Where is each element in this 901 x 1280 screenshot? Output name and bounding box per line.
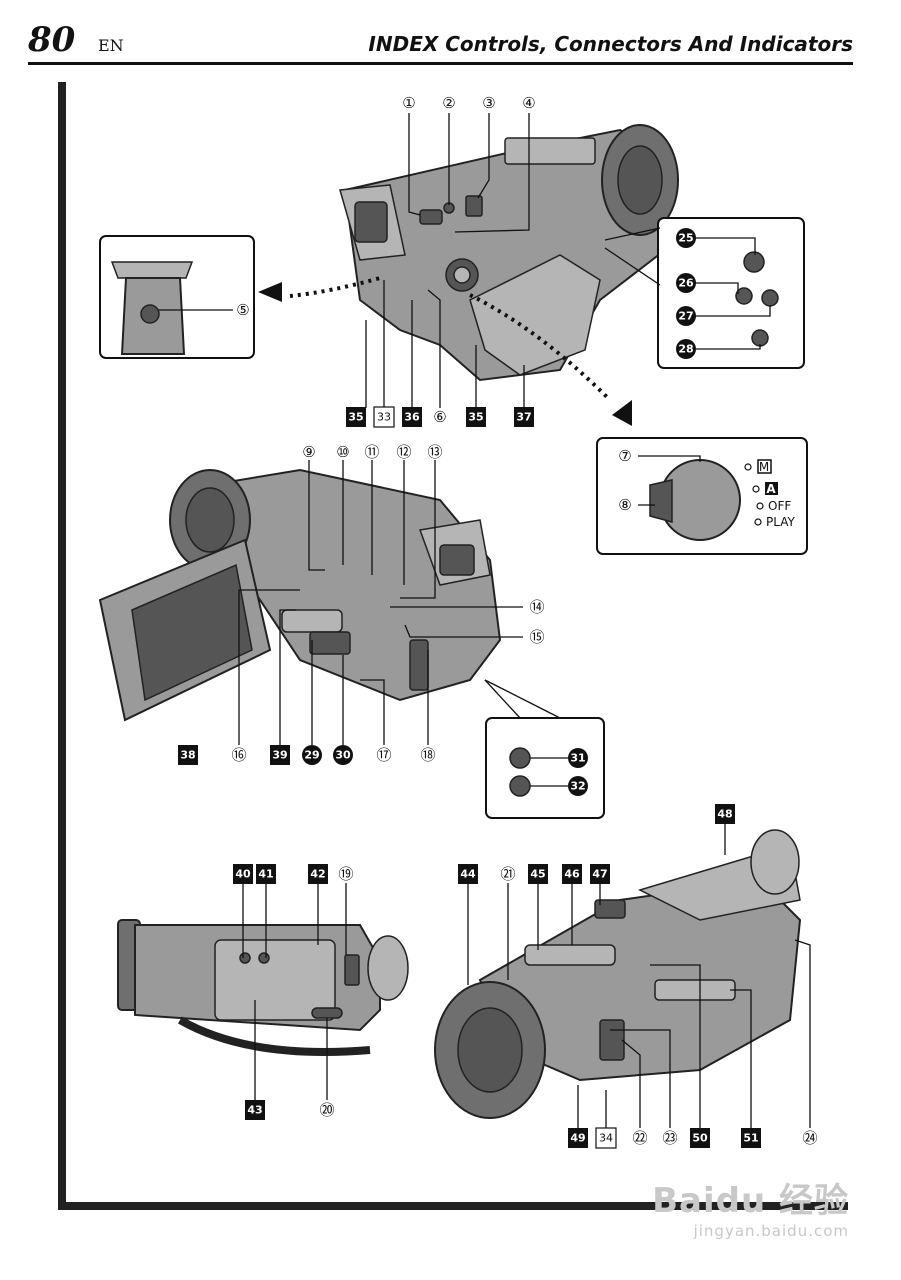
filled-square-callouts: 35 36 35 37 38 39 40 41 42 43 44 45 46 4… [178, 407, 761, 1148]
camcorder-front-view [434, 829, 802, 1119]
callout-14: ⑭ [529, 598, 544, 616]
callout-39: 39 [272, 749, 287, 762]
callout-40: 40 [235, 868, 251, 881]
mode-option-play: PLAY [766, 515, 795, 529]
callout-5: ⑤ [236, 301, 249, 319]
callout-1: ① [402, 94, 415, 112]
callout-23: ㉓ [662, 1129, 677, 1147]
callout-22: ㉒ [632, 1129, 647, 1147]
watermark-brand: Baidu 经验 [652, 1181, 849, 1221]
callout-45: 45 [530, 868, 545, 881]
callout-32: 32 [570, 780, 585, 793]
leader-lines [158, 113, 811, 1128]
callout-8: ⑧ [618, 496, 631, 514]
callout-18: ⑱ [420, 746, 435, 764]
page-number: 80 [28, 20, 76, 60]
callout-37: 37 [516, 411, 531, 424]
callout-29: 29 [304, 749, 319, 762]
baidu-watermark: Baidu 经验 jingyan.baidu.com [652, 1173, 849, 1240]
left-margin-bar [58, 82, 66, 1210]
callout-26: 26 [678, 277, 694, 290]
callout-2: ② [442, 94, 455, 112]
callout-27: 27 [678, 310, 693, 323]
circle-callouts: ① ② ③ ④ ⑤ ⑥ ⑦ ⑧ ⑨ ⑩ ⑪ ⑫ ⑬ ⑭ ⑮ ⑯ ⑰ ⑱ ⑲ ⑳ … [231, 94, 817, 1147]
callout-21: ㉑ [500, 865, 515, 883]
callout-28: 28 [678, 343, 693, 356]
callout-31: 31 [570, 752, 585, 765]
callout-6: ⑥ [433, 408, 446, 426]
callout-10: ⑩ [336, 443, 349, 461]
callout-4: ④ [522, 94, 535, 112]
callout-38: 38 [180, 749, 195, 762]
callout-34: 34 [599, 1132, 613, 1145]
callout-17: ⑰ [376, 746, 391, 764]
camcorder-bottom-view [117, 919, 409, 1056]
callout-35b: 35 [468, 411, 483, 424]
outlined-square-callouts: 33 34 [373, 406, 617, 1149]
callout-24: ㉔ [802, 1129, 817, 1147]
callout-42: 42 [310, 868, 325, 881]
language-code: EN [98, 36, 124, 55]
mode-option-off: OFF [768, 499, 791, 513]
mode-option-a: A [766, 482, 776, 496]
callout-20: ⑳ [319, 1101, 334, 1119]
bottom-margin-bar [58, 1202, 848, 1210]
callout-3: ③ [482, 94, 495, 112]
header-rule [28, 62, 853, 65]
callout-48: 48 [717, 808, 732, 821]
callout-41: 41 [258, 868, 273, 881]
callout-36: 36 [404, 411, 420, 424]
mode-option-m: M [759, 460, 769, 474]
callout-50: 50 [692, 1132, 708, 1145]
callout-15: ⑮ [529, 628, 544, 646]
callout-12: ⑫ [396, 443, 411, 461]
callout-7: ⑦ [618, 447, 631, 465]
callout-30: 30 [335, 749, 351, 762]
callout-25: 25 [678, 232, 693, 245]
callout-46: 46 [564, 868, 580, 881]
callout-19: ⑲ [338, 865, 353, 883]
callout-9: ⑨ [302, 443, 315, 461]
watermark-url: jingyan.baidu.com [693, 1222, 849, 1240]
camcorder-side-view [98, 468, 502, 722]
callout-49: 49 [570, 1132, 585, 1145]
page-title: INDEX Controls, Connectors And Indicator… [368, 32, 853, 56]
callout-43: 43 [247, 1104, 262, 1117]
camcorder-top-view [339, 124, 679, 382]
connector-inset [657, 217, 805, 369]
callout-35a: 35 [348, 411, 363, 424]
callout-44: 44 [460, 868, 476, 881]
callout-11: ⑪ [364, 443, 379, 461]
callout-33: 33 [377, 411, 391, 424]
callout-51: 51 [743, 1132, 758, 1145]
callout-13: ⑬ [427, 443, 442, 461]
callout-47: 47 [592, 868, 607, 881]
callout-16: ⑯ [231, 746, 246, 764]
filled-circle-callouts: 25 26 27 28 29 30 31 32 [302, 228, 696, 796]
jack-inset [485, 717, 605, 819]
